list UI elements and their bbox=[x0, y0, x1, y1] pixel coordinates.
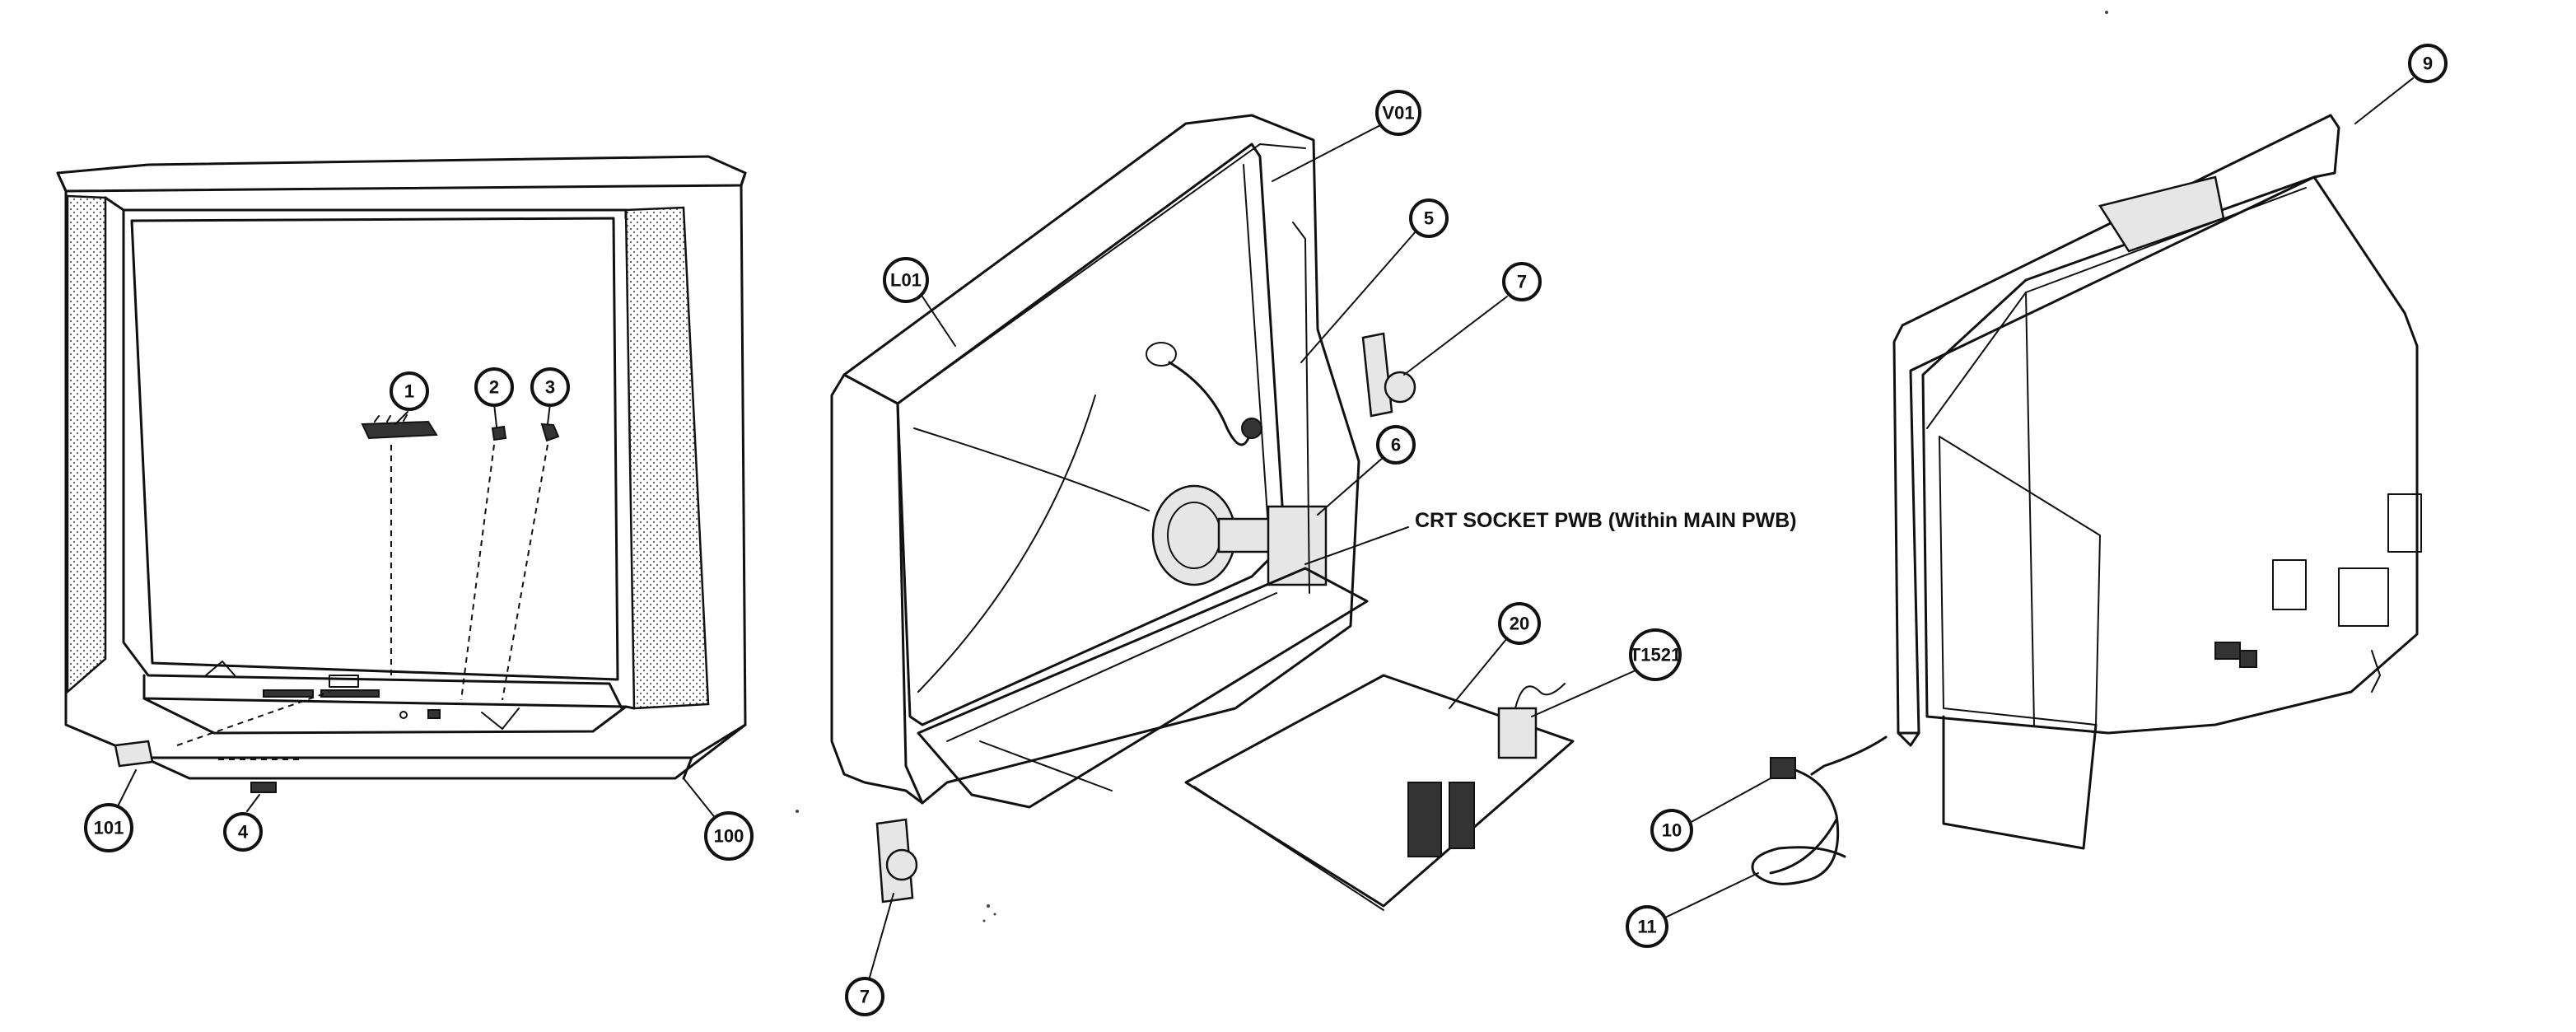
svg-text:11: 11 bbox=[1637, 917, 1656, 937]
svg-text:7: 7 bbox=[860, 987, 870, 1007]
callout-20: 20 bbox=[1498, 602, 1541, 645]
callout-11: 11 bbox=[1626, 905, 1668, 948]
svg-text:9: 9 bbox=[2423, 54, 2433, 74]
callout-L01: L01 bbox=[883, 257, 929, 303]
svg-text:2: 2 bbox=[489, 377, 499, 398]
svg-text:1: 1 bbox=[404, 381, 414, 402]
callout-4: 4 bbox=[223, 812, 263, 852]
callout-V01: V01 bbox=[1375, 90, 1421, 136]
svg-text:7: 7 bbox=[1517, 272, 1527, 292]
svg-text:20: 20 bbox=[1510, 614, 1529, 634]
callout-6: 6 bbox=[1376, 425, 1416, 465]
callout-100: 100 bbox=[704, 811, 754, 861]
crt-chassis-view bbox=[830, 114, 1644, 981]
callout-7-top: 7 bbox=[1502, 262, 1542, 301]
svg-text:L01: L01 bbox=[890, 270, 922, 291]
svg-text:5: 5 bbox=[1424, 208, 1434, 229]
crt-socket-label: CRT SOCKET PWB (Within MAIN PWB) bbox=[1415, 509, 1797, 532]
callout-10: 10 bbox=[1650, 809, 1693, 852]
callout-2: 2 bbox=[474, 367, 514, 407]
tv-rear-view bbox=[1663, 77, 2422, 919]
svg-text:3: 3 bbox=[545, 377, 555, 398]
callout-101: 101 bbox=[84, 803, 133, 852]
svg-text:101: 101 bbox=[94, 818, 124, 838]
svg-text:10: 10 bbox=[1662, 820, 1682, 841]
tv-front-view bbox=[56, 155, 747, 820]
callout-T1521: T1521 bbox=[1629, 628, 1682, 681]
svg-text:V01: V01 bbox=[1382, 103, 1414, 124]
svg-text:100: 100 bbox=[714, 826, 744, 847]
callout-5: 5 bbox=[1409, 198, 1449, 238]
callout-1: 1 bbox=[390, 371, 429, 411]
svg-text:T1521: T1521 bbox=[1630, 645, 1681, 665]
speckle bbox=[796, 11, 2108, 922]
svg-text:6: 6 bbox=[1391, 435, 1401, 455]
callout-7-bottom: 7 bbox=[845, 977, 884, 1016]
callout-9: 9 bbox=[2408, 44, 2448, 83]
svg-text:4: 4 bbox=[238, 822, 249, 843]
callout-3: 3 bbox=[530, 367, 570, 407]
